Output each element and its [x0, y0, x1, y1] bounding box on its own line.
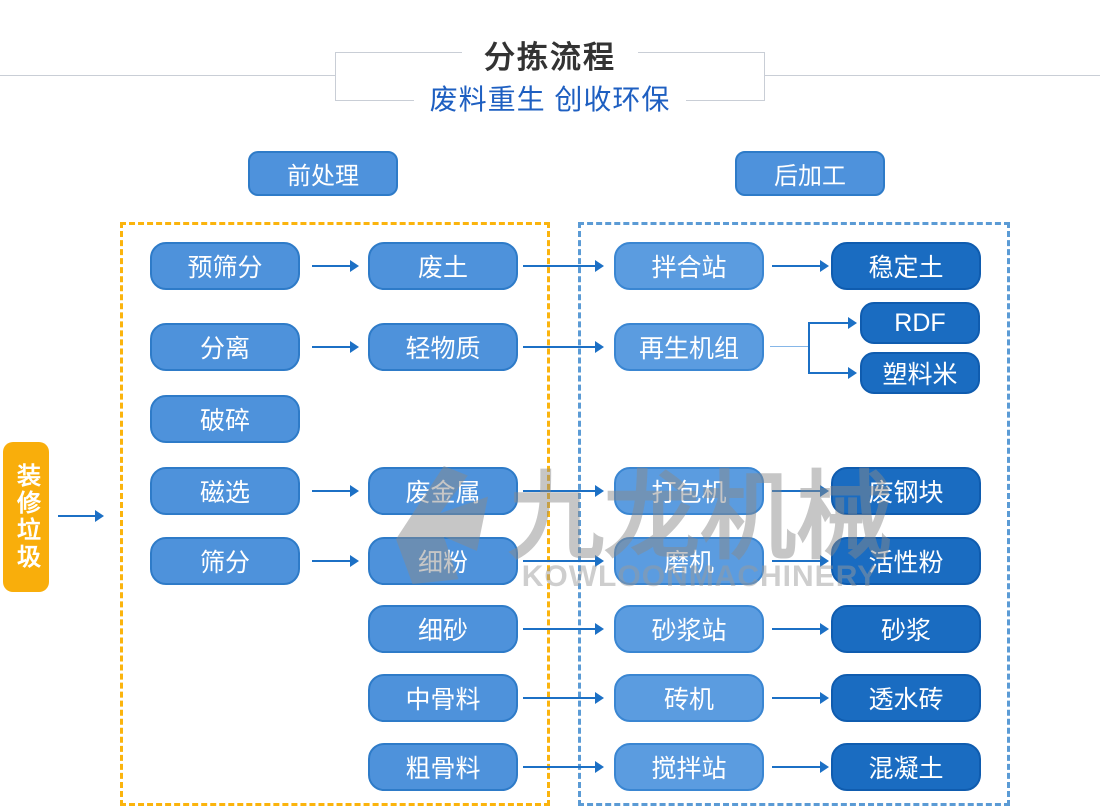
arrow-baler-wastesteel — [772, 485, 829, 497]
page-title: 分拣流程 — [0, 40, 1100, 76]
node-baler: 打包机 — [614, 467, 764, 515]
arrow-lightmaterial-recyclingunit — [523, 341, 604, 353]
branch-vertical-line — [808, 322, 810, 374]
section-label-post-processing: 后加工 — [735, 151, 885, 196]
arrow-branch-rdf — [810, 317, 857, 329]
arrow-finepowder-mill — [523, 555, 604, 567]
node-pre-screening: 预筛分 — [150, 242, 300, 290]
node-recycling-unit: 再生机组 — [614, 323, 764, 371]
node-mortar: 砂浆 — [831, 605, 981, 653]
node-brick-machine: 砖机 — [614, 674, 764, 722]
arrow-separation-lightmaterial — [312, 341, 359, 353]
arrow-mediumaggregate-brickmachine — [523, 692, 604, 704]
arrow-wastemetal-baler — [523, 485, 604, 497]
node-magnetic-separation: 磁选 — [150, 467, 300, 515]
node-medium-aggregate: 中骨料 — [368, 674, 518, 722]
node-mill: 磨机 — [614, 537, 764, 585]
node-permeable-brick: 透水砖 — [831, 674, 981, 722]
node-mixing-station: 拌合站 — [614, 242, 764, 290]
arrow-branch-plasticpellets — [810, 367, 857, 379]
post-processing-container — [578, 222, 1010, 806]
arrow-magnetic-wastemetal — [312, 485, 359, 497]
page-subtitle-text: 废料重生 创收环保 — [413, 84, 687, 116]
node-fine-sand: 细砂 — [368, 605, 518, 653]
arrow-mixingstation-stabilizedsoil — [772, 260, 829, 272]
arrow-mill-activepowder — [772, 555, 829, 567]
node-separation: 分离 — [150, 323, 300, 371]
node-concrete-mixing-station: 搅拌站 — [614, 743, 764, 791]
arrow-prescreening-wastesoil — [312, 260, 359, 272]
node-concrete: 混凝土 — [831, 743, 981, 791]
node-mortar-station: 砂浆站 — [614, 605, 764, 653]
arrow-screening-finepowder — [312, 555, 359, 567]
section-label-pre-processing: 前处理 — [248, 151, 398, 196]
arrow-finesand-mortarstation — [523, 623, 604, 635]
node-fine-powder: 细粉 — [368, 537, 518, 585]
arrow-brickmachine-permeablebrick — [772, 692, 829, 704]
node-waste-steel: 废钢块 — [831, 467, 981, 515]
node-active-powder: 活性粉 — [831, 537, 981, 585]
arrow-source-to-pre — [58, 510, 104, 522]
node-stabilized-soil: 稳定土 — [831, 242, 981, 290]
node-rdf: RDF — [860, 302, 980, 344]
pre-processing-container — [120, 222, 550, 806]
arrow-mixstation-concrete — [772, 761, 829, 773]
arrow-coarseaggregate-mixstation — [523, 761, 604, 773]
node-waste-soil: 废土 — [368, 242, 518, 290]
node-coarse-aggregate: 粗骨料 — [368, 743, 518, 791]
node-waste-metal: 废金属 — [368, 467, 518, 515]
node-screening: 筛分 — [150, 537, 300, 585]
page-title-text: 分拣流程 — [462, 40, 638, 76]
connector-recyclingunit-branch — [770, 346, 809, 347]
node-light-material: 轻物质 — [368, 323, 518, 371]
node-crushing: 破碎 — [150, 395, 300, 443]
node-plastic-pellets: 塑料米 — [860, 352, 980, 394]
source-box-renovation-waste: 装修垃圾 — [3, 442, 49, 592]
arrow-wastesoil-mixingstation — [523, 260, 604, 272]
page-subtitle: 废料重生 创收环保 — [0, 84, 1100, 116]
arrow-mortarstation-mortar — [772, 623, 829, 635]
